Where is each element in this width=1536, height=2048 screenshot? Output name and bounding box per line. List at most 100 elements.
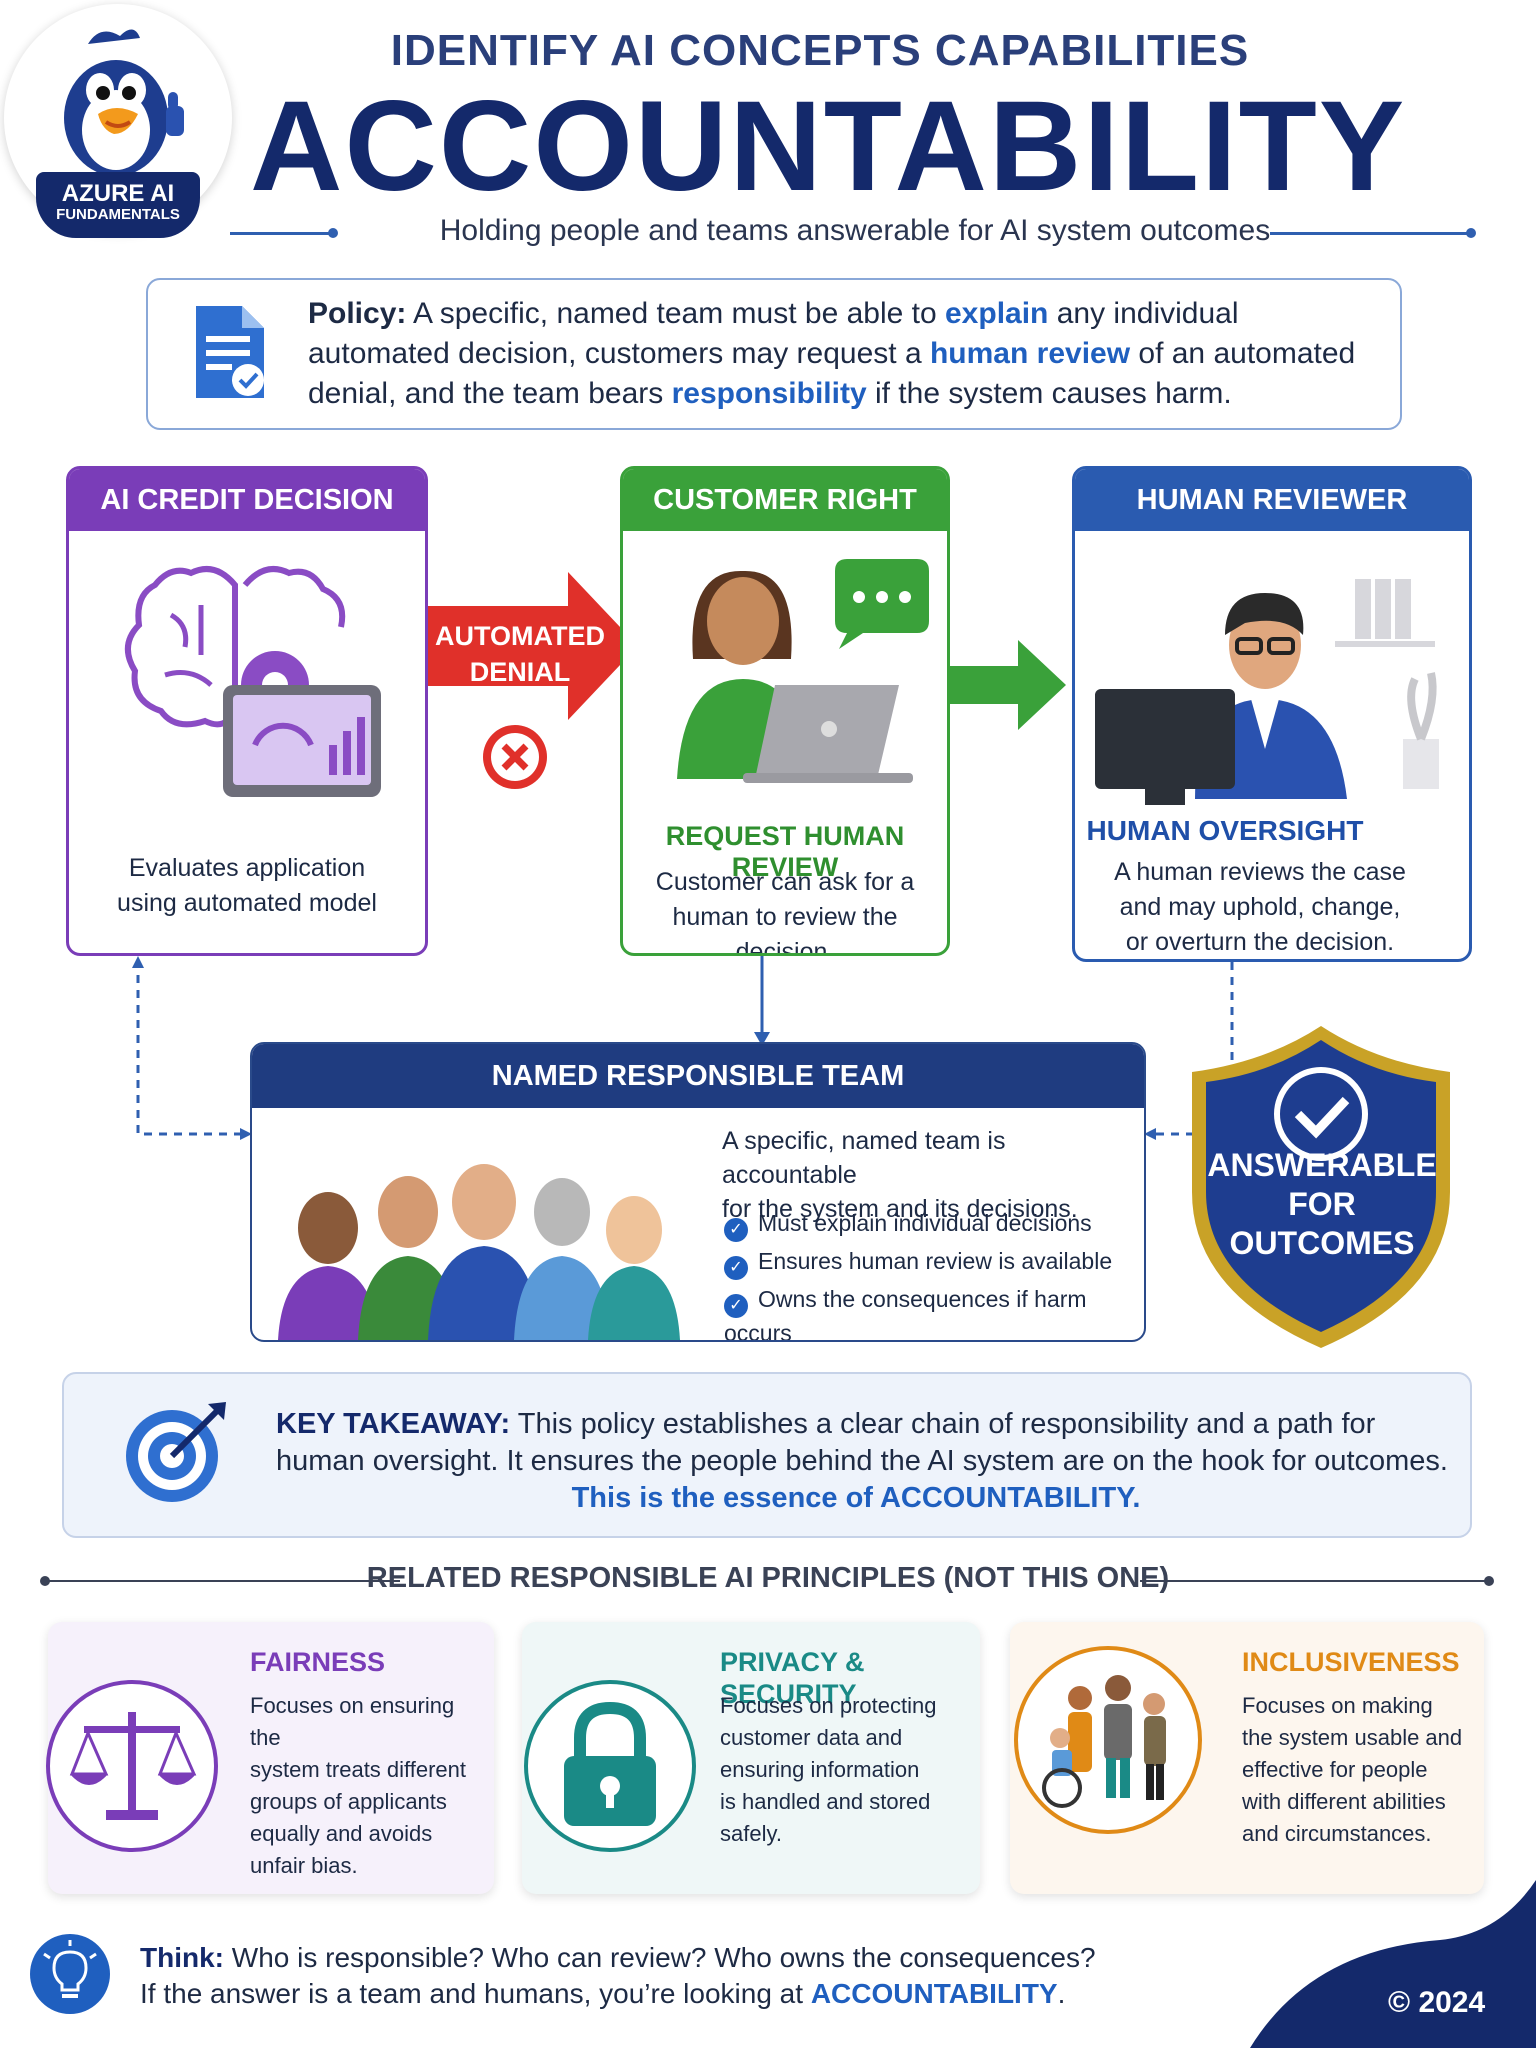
shield-line3: OUTCOMES xyxy=(1229,1225,1415,1261)
inclusiveness-text: Focuses on making the system usable and … xyxy=(1242,1690,1478,1850)
card2-text-line2: human to review the decision. xyxy=(672,903,898,956)
inclusiveness-line: Focuses on making xyxy=(1242,1693,1433,1718)
fairness-line: system treats different xyxy=(250,1757,467,1782)
think-period: . xyxy=(1057,1978,1066,2009)
policy-part1: A specific, named team must be able to xyxy=(406,297,945,330)
privacy-title: PRIVACY & SECURITY xyxy=(720,1647,865,1709)
ai-credit-decision-card: AI CREDIT DECISION SYSTEM Evaluates appl… xyxy=(66,466,428,956)
policy-highlight-explain: explain xyxy=(945,297,1049,330)
team-people-icon xyxy=(278,1164,680,1340)
inclusiveness-card: INCLUSIVENESS Focuses on making the syst… xyxy=(1010,1622,1484,1894)
brain-gear-icon xyxy=(125,566,381,797)
think-line1-text: Who is responsible? Who can review? Who … xyxy=(224,1942,1096,1973)
related-title: RELATED RESPONSIBLE AI PRINCIPLES (NOT T… xyxy=(366,1562,1170,1594)
lock-icon xyxy=(524,1680,696,1852)
privacy-line: customer data and xyxy=(720,1725,903,1750)
team-check-text: Ensures human review is available xyxy=(758,1248,1113,1274)
arrow-label: AUTOMATED DENIAL xyxy=(432,618,608,690)
card3-title: HUMAN REVIEWER xyxy=(1075,469,1469,531)
card1-title: AI CREDIT DECISION SYSTEM xyxy=(69,469,425,578)
takeaway-label: KEY TAKEAWAY: xyxy=(276,1408,511,1440)
inclusiveness-line: and circumstances. xyxy=(1242,1821,1432,1846)
diverse-people-icon xyxy=(1014,1646,1202,1834)
badge-line1: AZURE AI xyxy=(61,180,175,207)
named-team-box: NAMED RESPONSIBLE TEAM A specific, named… xyxy=(250,1042,1146,1342)
policy-highlight-human-review: human review xyxy=(929,337,1131,370)
think-line1: Think: Who is responsible? Who can revie… xyxy=(140,1940,1140,1976)
check-icon: ✓ xyxy=(724,1256,748,1280)
target-icon xyxy=(126,1402,226,1502)
privacy-line: Focuses on protecting xyxy=(720,1693,937,1718)
badge-banner: AZURE AI FUNDAMENTALS xyxy=(36,172,200,238)
policy-box: Policy: A specific, named team must be a… xyxy=(146,278,1402,430)
policy-part3: of an automated denial, and the team bea… xyxy=(308,337,1356,410)
team-check-row: ✓Owns the consequences if harm occurs xyxy=(724,1284,1144,1340)
team-check-row: ✓ Must explain individual decisions xyxy=(724,1208,1144,1242)
close-x-icon xyxy=(483,725,547,789)
privacy-line: is handled and stored xyxy=(720,1789,931,1814)
fairness-text: Focuses on ensuring the system treats di… xyxy=(250,1690,486,1882)
policy-part4: if the system causes harm. xyxy=(866,377,1232,410)
card3-text-line3: or overturn the decision. xyxy=(1125,928,1395,956)
fairness-line: groups of applicants xyxy=(250,1789,447,1814)
privacy-text: Focuses on protecting customer data and … xyxy=(720,1690,970,1850)
team-check-row: ✓ Ensures human review is available xyxy=(724,1246,1144,1280)
card1-text-line2: using automated model xyxy=(117,889,377,917)
think-line2-text: If the answer is a team and humans, you’… xyxy=(140,1978,811,2009)
shield-line1: ANSWERABLE xyxy=(1207,1147,1437,1183)
takeaway-text: KEY TAKEAWAY: This policy establishes a … xyxy=(276,1406,1456,1480)
page-title: ACCOUNTABILITY xyxy=(250,75,1407,218)
arrow-label-line1: AUTOMATED xyxy=(435,621,605,651)
document-check-icon xyxy=(196,306,264,398)
customer-laptop-icon xyxy=(677,559,929,783)
fairness-card: FAIRNESS Focuses on ensuring the system … xyxy=(46,1622,494,1894)
related-principles-header: RELATED RESPONSIBLE AI PRINCIPLES (NOT T… xyxy=(40,1562,1496,1598)
fairness-line: equally and avoids xyxy=(250,1821,433,1846)
team-title: NAMED RESPONSIBLE TEAM xyxy=(252,1044,1144,1108)
automated-denial-arrow xyxy=(428,572,638,720)
mascot-penguin-icon xyxy=(64,29,184,176)
related-dot-left xyxy=(40,1576,50,1586)
subtitle-rule-left xyxy=(230,232,330,235)
team-desc-line2: for the system and its decisions. xyxy=(722,1195,1078,1223)
think-line2: If the answer is a team and humans, you’… xyxy=(140,1976,1140,2012)
scales-icon xyxy=(46,1680,218,1852)
customer-right-card: CUSTOMER RIGHT REQUEST HUMAN REVIEW Cust… xyxy=(620,466,950,956)
inclusiveness-line: with different abilities xyxy=(1242,1789,1446,1814)
check-icon: ✓ xyxy=(724,1218,748,1242)
related-rule-left xyxy=(48,1580,400,1582)
privacy-security-card: PRIVACY & SECURITY Focuses on protecting… xyxy=(522,1622,980,1894)
card3-text-line2: and may uphold, change, xyxy=(1119,893,1401,921)
think-highlight: ACCOUNTABILITY xyxy=(810,1978,1058,2009)
card1-text: Evaluates application using automated mo… xyxy=(69,851,425,921)
team-desc-line1: A specific, named team is accountable xyxy=(722,1127,1006,1189)
arrow-label-line2: DENIAL xyxy=(469,657,571,687)
subtitle: Holding people and teams answerable for … xyxy=(439,214,1271,247)
card2-text-line1: Customer can ask for a xyxy=(655,868,915,896)
fairness-line: Focuses on ensuring the xyxy=(250,1693,455,1750)
pretitle: IDENTIFY AI CONCEPTS CAPABILITIES xyxy=(390,26,1250,75)
shield-line2: FOR xyxy=(1288,1186,1356,1222)
inclusiveness-title: INCLUSIVENESS xyxy=(1242,1647,1460,1677)
card3-text-line1: A human reviews the case xyxy=(1114,858,1406,886)
inclusiveness-line: effective for people xyxy=(1242,1757,1428,1782)
related-rule-right xyxy=(1140,1580,1486,1582)
card2-subtitle: REQUEST HUMAN REVIEW xyxy=(665,821,905,882)
card2-text: Customer can ask for a human to review t… xyxy=(623,865,947,956)
card3-subtitle: HUMAN OVERSIGHT xyxy=(1086,815,1364,846)
subtitle-rule-right xyxy=(1270,232,1470,235)
reviewer-computer-icon xyxy=(1095,579,1439,805)
shield-text: ANSWERABLE FOR OUTCOMES xyxy=(1192,1146,1452,1263)
team-description: A specific, named team is accountable fo… xyxy=(722,1124,1122,1226)
policy-highlight-responsibility: responsibility xyxy=(671,377,867,410)
think-label: Think: xyxy=(140,1942,224,1973)
copyright: © 2024 xyxy=(1388,1986,1486,2019)
shield-check-icon xyxy=(1192,1026,1450,1348)
privacy-line: ensuring information xyxy=(720,1757,920,1782)
team-check-text: Must explain individual decisions xyxy=(758,1210,1092,1236)
fairness-title: FAIRNESS xyxy=(250,1647,386,1677)
inclusiveness-line: the system usable and xyxy=(1242,1725,1463,1750)
card3-text: A human reviews the case and may uphold,… xyxy=(1075,855,1445,959)
card1-text-line1: Evaluates application xyxy=(128,854,366,882)
lightbulb-icon xyxy=(30,1934,110,2014)
